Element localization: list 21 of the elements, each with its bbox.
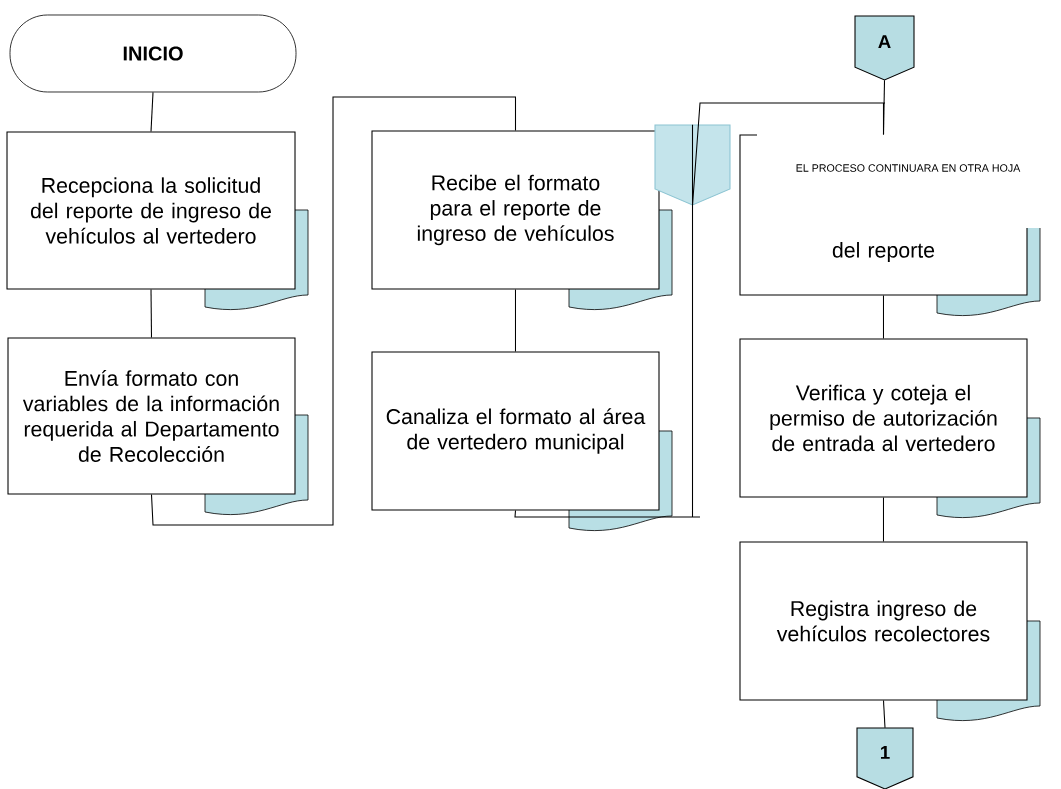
connector-line xyxy=(691,102,886,206)
connector-line xyxy=(882,79,886,135)
process-box: Canaliza el formato al área de vertedero municipal xyxy=(371,351,660,511)
connector-line xyxy=(882,700,886,729)
off-page-connector: A xyxy=(854,15,915,81)
process-box: Verifica y coteja el permiso de autorización de entrada al vertedero xyxy=(739,338,1028,498)
process-box: Registra ingreso de vehículos recolectores xyxy=(739,541,1028,701)
process-box: Recibe el formato para el reporte de ingreso de vehículos xyxy=(371,130,660,290)
connector-line xyxy=(882,295,885,339)
connector-line xyxy=(150,289,153,338)
off-page-connector: 1 xyxy=(856,727,914,789)
connector-line xyxy=(514,289,517,352)
note-callout: EL PROCESO CONTINUARA EN OTRA HOJA xyxy=(757,124,1061,228)
process-box: Recepciona la solicitud del reporte de ingreso de vehículos al vertedero xyxy=(6,131,296,290)
connector-line xyxy=(514,124,701,518)
connector-line xyxy=(150,91,154,132)
process-box: Envía formato con variables de la información requerida al Departamento de Recolección xyxy=(7,337,296,495)
off-page-connector xyxy=(654,124,731,206)
connector-line xyxy=(882,497,885,542)
start-terminal: INICIO xyxy=(9,14,297,93)
connector-line xyxy=(150,96,517,526)
